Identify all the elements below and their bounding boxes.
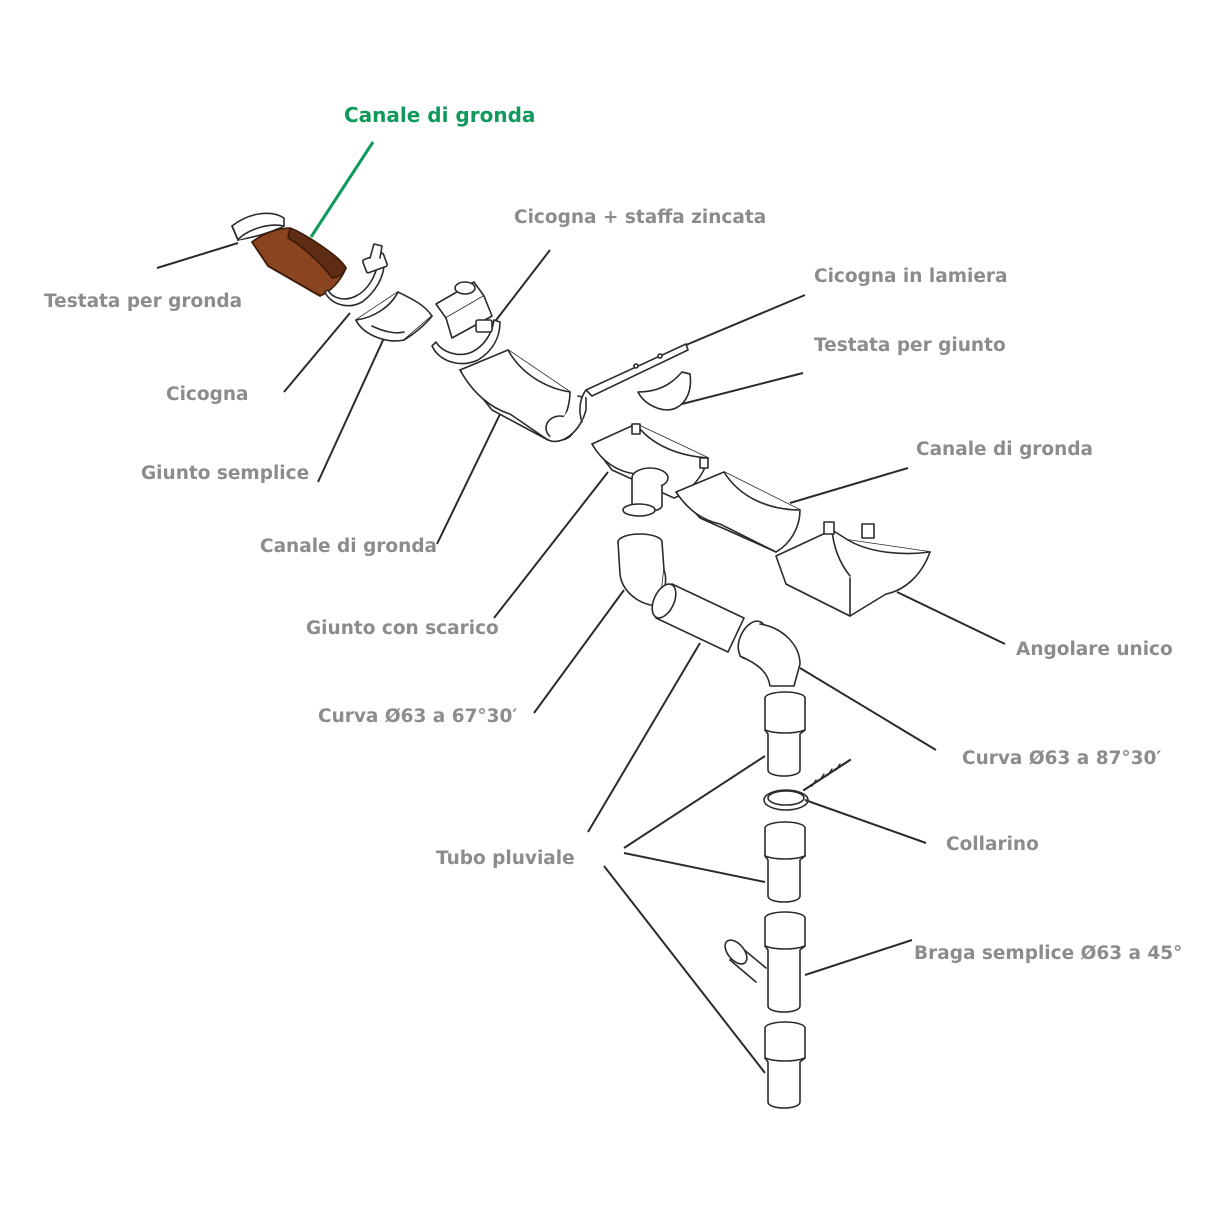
cicogna-lamiera-part — [579, 343, 689, 423]
testata-giunto-part — [637, 371, 692, 411]
leader-canale-left — [436, 407, 504, 545]
leader-tubo-d — [603, 865, 766, 1074]
leader-tubo-b — [623, 755, 766, 849]
leader-cicogna-lamiera — [685, 294, 806, 346]
leader-curva-67 — [533, 589, 625, 714]
label-curva-67: Curva Ø63 a 67°30′ — [318, 706, 518, 727]
leader-testata-gronda — [156, 242, 239, 269]
giunto-semplice-part — [355, 291, 433, 342]
angolare-unico-part — [775, 521, 931, 617]
label-canale-gronda-highlight: Canale di gronda — [344, 103, 536, 127]
label-giunto-scarico: Giunto con scarico — [306, 618, 499, 639]
label-testata-giunto: Testata per giunto — [814, 335, 1006, 356]
leader-canale-right — [789, 467, 909, 504]
leader-giunto-scarico — [493, 471, 609, 619]
curva-67-part — [617, 533, 667, 607]
cicogna-part — [324, 243, 388, 307]
leader-angolare — [896, 591, 1006, 645]
label-testata-gronda: Testata per gronda — [44, 291, 243, 312]
braga-part — [724, 911, 806, 1013]
leader-cicogna — [283, 312, 351, 393]
tubo-segment-3-part — [764, 1021, 806, 1109]
label-giunto-semplice: Giunto semplice — [141, 463, 310, 484]
canale-gronda-highlight-part — [251, 227, 347, 297]
canale-gronda-right-part — [675, 471, 801, 553]
tubo-segment-2-part — [764, 821, 806, 903]
leader-highlight — [309, 141, 375, 238]
giunto-scarico-part — [591, 423, 709, 517]
label-tubo-pluviale: Tubo pluviale — [436, 848, 575, 869]
leader-tubo-c — [623, 852, 766, 883]
leader-collarino — [804, 799, 927, 844]
label-cicogna: Cicogna — [166, 384, 249, 405]
leader-curva-87 — [799, 667, 937, 751]
cicogna-staffa-part — [431, 281, 501, 365]
leader-braga — [804, 939, 913, 976]
curva-87-part — [737, 620, 801, 687]
leader-lines — [156, 141, 1006, 1074]
tubo-segment-1-part — [764, 691, 806, 777]
canale-gronda-left-part — [459, 349, 587, 443]
leader-giunto-semplice — [317, 337, 385, 483]
label-canale-gronda-left: Canale di gronda — [260, 536, 438, 557]
label-braga: Braga semplice Ø63 a 45° — [914, 943, 1183, 964]
label-cicogna-staffa: Cicogna + staffa zincata — [514, 207, 767, 228]
label-curva-87: Curva Ø63 a 87°30′ — [962, 748, 1162, 769]
label-canale-gronda-right: Canale di gronda — [916, 439, 1094, 460]
tubo-diagonale-part — [651, 583, 745, 653]
leader-testata-giunto — [681, 372, 804, 405]
leader-cicogna-staffa — [489, 249, 551, 329]
leader-tubo-a — [587, 642, 701, 833]
label-angolare-unico: Angolare unico — [1016, 639, 1173, 660]
testata-gronda-part — [231, 212, 285, 241]
collarino-part — [763, 758, 852, 811]
label-collarino: Collarino — [946, 834, 1039, 855]
label-cicogna-lamiera: Cicogna in lamiera — [814, 266, 1008, 287]
